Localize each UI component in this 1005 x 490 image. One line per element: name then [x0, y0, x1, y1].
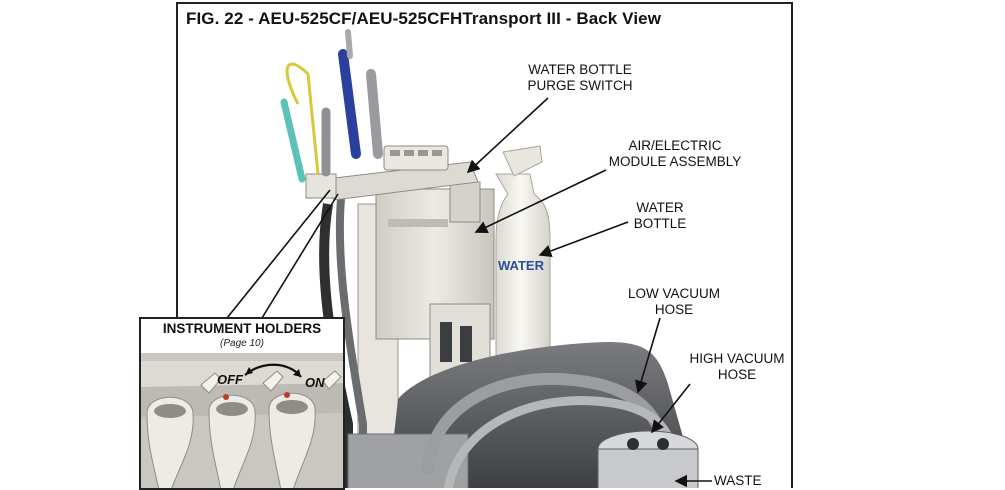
callout-air-electric-module: AIR/ELECTRIC MODULE ASSEMBLY: [608, 138, 742, 169]
callout-water-bottle: WATER BOTTLE: [633, 200, 687, 231]
callout-waste: WASTE: [714, 473, 762, 488]
holder-cup: [268, 392, 316, 488]
figure-title: FIG. 22 - AEU-525CF/AEU-525CFHTransport …: [186, 9, 662, 28]
yellow-line: [285, 62, 320, 175]
callout-low-vacuum-hose: LOW VACUUM HOSE: [627, 286, 720, 317]
holder-cup: [146, 396, 194, 488]
teal-handle: [280, 98, 306, 183]
blue-handpiece: [338, 49, 361, 159]
holder-cup: [208, 394, 256, 488]
inset-off-label: OFF: [217, 372, 243, 387]
water-bottle-shape: [495, 173, 551, 373]
bottle-label: WATER: [498, 258, 545, 273]
inset-on-label: ON: [305, 375, 325, 390]
inset-title: INSTRUMENT HOLDERS: [162, 321, 322, 336]
inset-subtitle: (Page 10): [220, 338, 264, 349]
instrument-holders-inset: INSTRUMENT HOLDERS (Page 10) OFF ON: [139, 317, 345, 490]
callout-water-bottle-purge-switch: WATER BOTTLE PURGE SWITCH: [527, 62, 633, 93]
instrument-holders-photo: [141, 353, 343, 488]
callout-high-vacuum-hose: HIGH VACUUM HOSE: [689, 351, 785, 382]
